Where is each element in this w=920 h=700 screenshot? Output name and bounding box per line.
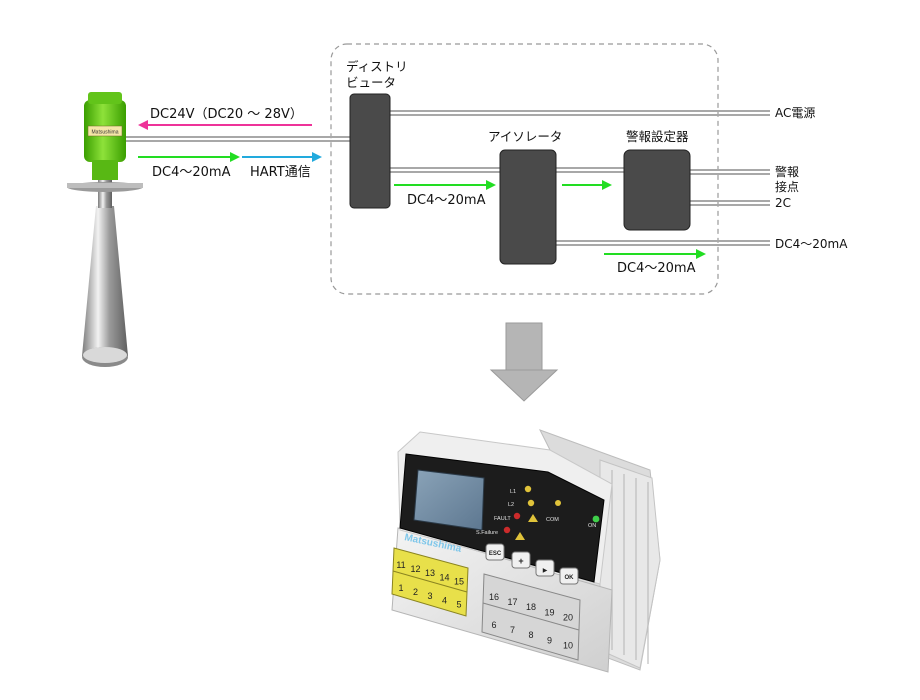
led-fault-label: FAULT	[494, 516, 511, 522]
device-buttons	[485, 543, 579, 585]
button-plus-label: +	[518, 556, 523, 566]
terminal-12: 12	[410, 564, 420, 574]
terminal-15: 15	[454, 576, 464, 586]
dc-lower-label: DC4～20mA	[617, 261, 696, 276]
button-right-label: ▶	[543, 568, 548, 574]
terminal-1: 1	[398, 583, 403, 593]
terminal-18: 18	[526, 602, 536, 612]
terminal-20: 20	[563, 612, 573, 622]
distributor-label-2: ビュータ	[346, 75, 396, 90]
terminal-3: 3	[427, 591, 432, 601]
terminal-5: 5	[456, 599, 461, 609]
terminal-4: 4	[442, 595, 447, 605]
button-esc-label: ESC	[489, 551, 502, 557]
on-label: ON	[588, 523, 596, 529]
button-ok-label: OK	[565, 575, 575, 581]
terminal-17: 17	[507, 597, 517, 607]
alarm-contact-label-1: 警報	[775, 164, 799, 179]
terminal-2: 2	[413, 587, 418, 597]
led-l1-label: L1	[510, 489, 516, 495]
terminal-16: 16	[489, 592, 499, 602]
alarm-setter-label: 警報設定器	[626, 129, 689, 144]
terminal-9: 9	[547, 635, 552, 645]
isolator-label: アイソレータ	[488, 129, 562, 144]
ac-power-label: AC電源	[775, 106, 815, 120]
distributor-label-1: ディストリ	[346, 59, 408, 74]
alarm-setter-box	[623, 149, 691, 231]
terminal-11: 11	[396, 560, 405, 570]
arrows	[138, 120, 706, 259]
dc-out-label: DC4～20mA	[775, 237, 848, 251]
terminal-6: 6	[491, 620, 496, 630]
alarm-contact-label-2: 接点	[775, 179, 799, 194]
terminal-19: 19	[544, 607, 554, 617]
isolator-box	[499, 149, 557, 265]
dc-to-isolator-label: DC4～20mA	[407, 193, 486, 208]
signal-lines	[120, 110, 770, 246]
dc-sensor-label: DC4～20mA	[152, 165, 231, 180]
distributor-box	[349, 93, 391, 209]
terminal-7: 7	[510, 625, 515, 635]
dc24v-label: DC24V（DC20 ～ 28V）	[150, 107, 303, 122]
led-l2-label: L2	[508, 502, 514, 508]
terminal-14: 14	[439, 572, 449, 582]
contact-2c-label: 2C	[775, 196, 791, 210]
terminal-13: 13	[425, 568, 435, 578]
hart-label: HART通信	[250, 165, 311, 180]
radar-sensor: Matsushima	[67, 92, 143, 367]
sensor-logo: Matsushima	[92, 130, 119, 136]
terminal-8: 8	[528, 630, 533, 640]
com-label: COM	[546, 517, 559, 523]
led-sfailure-label: S.Failure	[476, 530, 498, 536]
controller-device: Matsushima L1 L2 FAULT S.Failure COM ON …	[391, 429, 661, 673]
down-arrow-icon	[489, 322, 559, 402]
terminal-10: 10	[563, 640, 573, 650]
